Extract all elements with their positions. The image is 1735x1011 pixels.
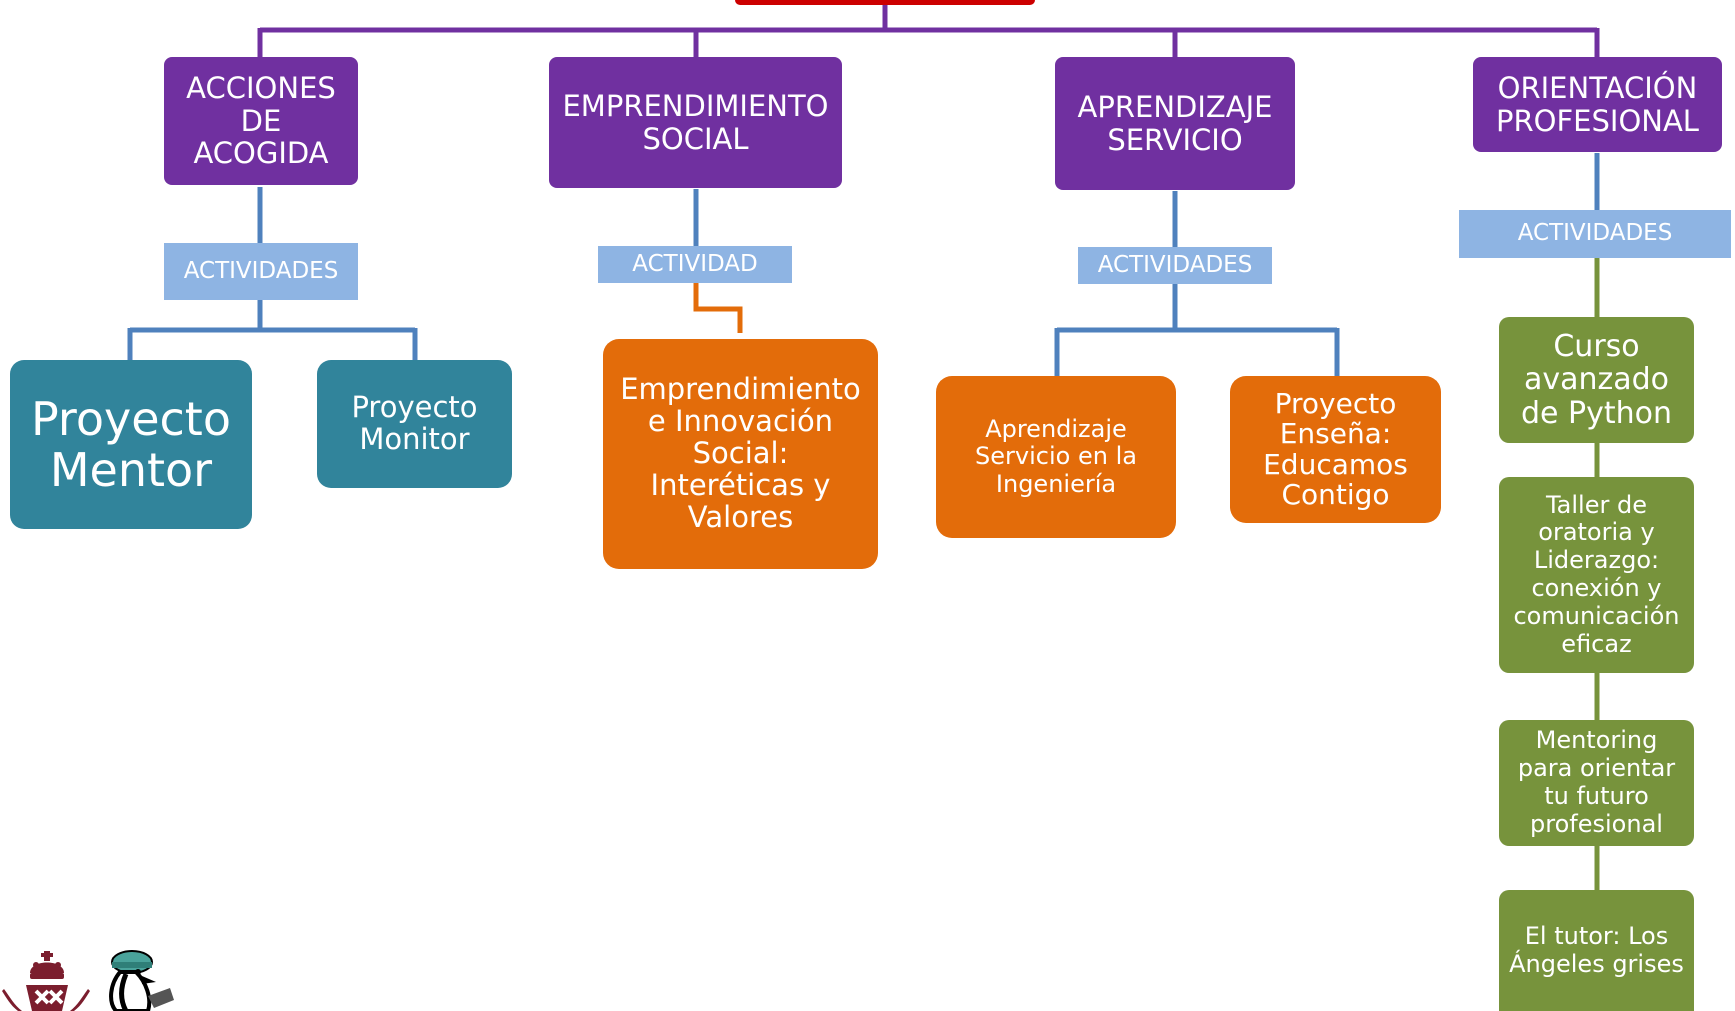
text-line: EMPRENDIMIENTO (562, 89, 829, 124)
text-line: Servicio en la (975, 442, 1137, 471)
activities-label-text: ACTIVIDADES (1517, 220, 1673, 247)
text-line: Social: (692, 436, 789, 471)
activities-label-2: ACTIVIDAD (598, 246, 792, 283)
text-line: DE (240, 103, 282, 138)
text-line: tu futuro (1544, 782, 1649, 810)
text-line: El tutor: Los (1524, 921, 1669, 950)
branch-2-orange-connector (693, 283, 743, 333)
text-line: Educamos (1263, 447, 1408, 481)
text-line: para orientar (1517, 754, 1676, 783)
text-line: avanzado (1523, 362, 1670, 398)
text-line: Interéticas y (650, 467, 831, 502)
text-line: Valores (687, 499, 794, 534)
text-line: Contigo (1281, 477, 1390, 511)
penguin-mascot-icon (109, 950, 174, 1011)
root-box (735, 0, 1035, 5)
text-line: SERVICIO (1107, 122, 1243, 157)
text-line: Liderazgo: (1533, 546, 1660, 575)
branch-3-connectors (1054, 191, 1340, 376)
text-line: profesional (1530, 809, 1663, 838)
text-line: Enseña: (1279, 417, 1392, 451)
text-line: Taller de (1545, 490, 1647, 519)
text-line: PROFESIONAL (1496, 103, 1699, 138)
text-line: APRENDIZAJE (1077, 90, 1273, 125)
activities-label-text: ACTIVIDADES (183, 257, 339, 284)
crown-crest-icon (2, 951, 90, 1011)
activities-label-text: ACTIVIDADES (1097, 251, 1253, 278)
text-line: Ángeles grises (1509, 949, 1684, 978)
text-line: comunicación (1513, 601, 1680, 630)
text-line: Mentoring (1535, 726, 1658, 755)
text-line: Ingeniería (995, 469, 1117, 498)
text-line: Curso (1553, 328, 1640, 364)
text-line: oratoria y (1538, 518, 1655, 547)
text-line: Mentor (49, 442, 213, 497)
text-line: eficaz (1561, 629, 1632, 658)
text-line: Proyecto (31, 391, 231, 446)
text-line: ACCIONES (186, 71, 336, 106)
branch-1-connectors (127, 187, 418, 360)
text-line: ACOGIDA (193, 136, 329, 171)
text-line: Aprendizaje (985, 414, 1127, 443)
text-line: Monitor (359, 422, 470, 456)
text-line: SOCIAL (642, 121, 749, 156)
activities-label-1: ACTIVIDADES (164, 243, 358, 300)
text-line: Emprendimiento (620, 372, 861, 407)
text-line: conexión y (1531, 574, 1662, 602)
text-line: ORIENTACIÓN (1497, 71, 1698, 106)
top-connectors (257, 5, 1600, 57)
text-line: e Innovación (647, 404, 834, 439)
activities-label-3: ACTIVIDADES (1078, 247, 1272, 284)
text-line: de Python (1520, 395, 1673, 431)
text-line: Proyecto (1274, 387, 1397, 421)
text-line: Proyecto (351, 390, 478, 425)
activities-label-4: ACTIVIDADES (1459, 210, 1731, 258)
activities-label-text: ACTIVIDAD (632, 250, 758, 277)
